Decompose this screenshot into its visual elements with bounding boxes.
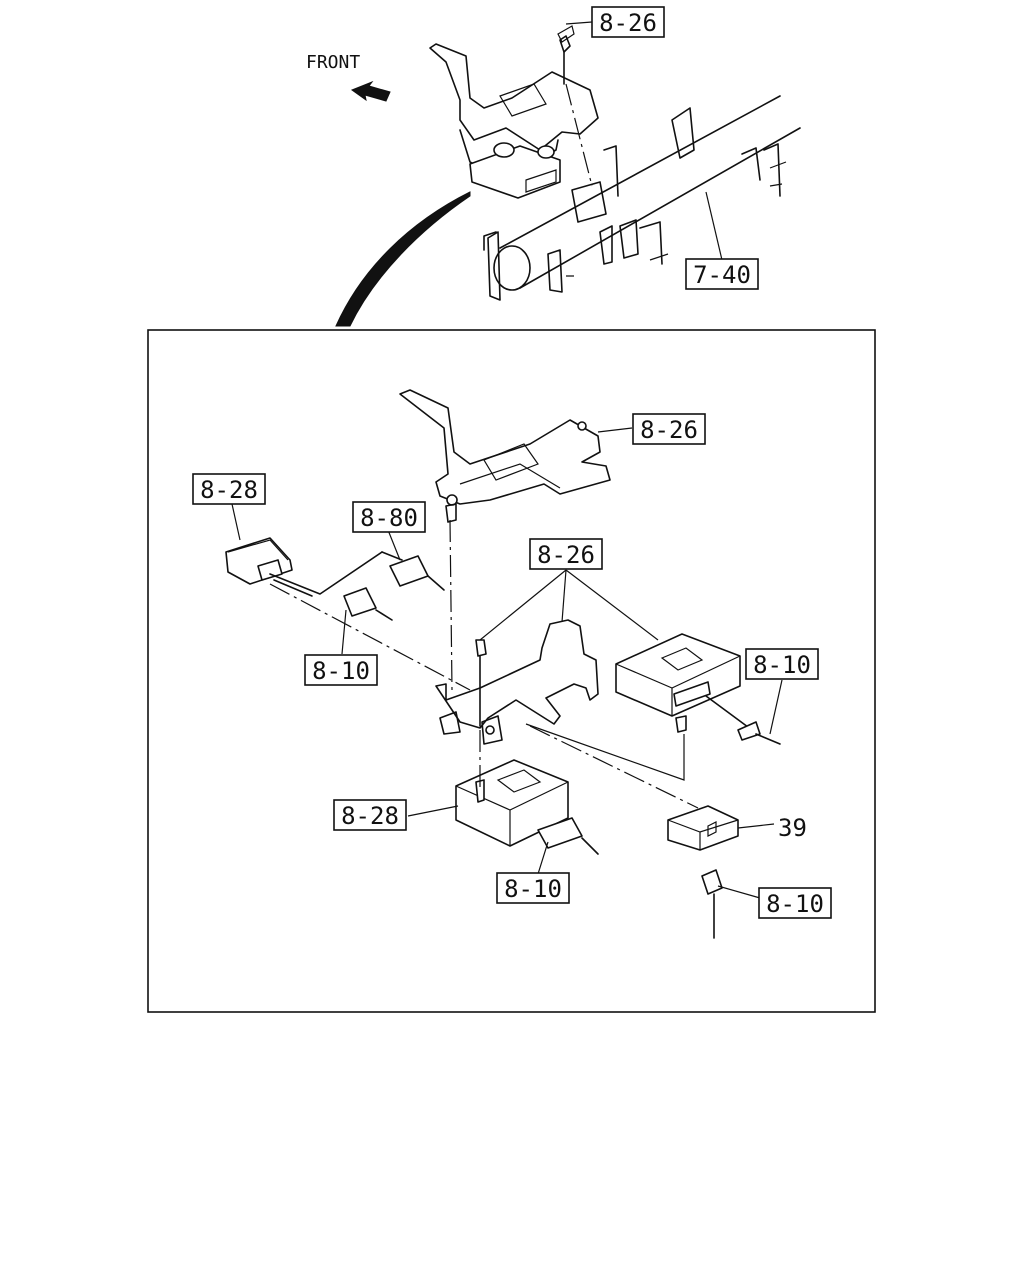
svg-text:39: 39 <box>778 814 807 842</box>
middle-bracket <box>435 619 599 745</box>
callout-detail-826-top: 8-26 <box>632 413 706 445</box>
callout-top-740: 7-40 <box>685 258 759 290</box>
bottom-right-connector <box>701 869 723 939</box>
callout-detail-828-bottom: 8-28 <box>333 799 407 831</box>
svg-text:8-80: 8-80 <box>360 504 418 532</box>
overview-bracket-assembly <box>429 25 599 199</box>
svg-text:7-40: 7-40 <box>693 261 751 289</box>
routing-lines <box>269 519 699 809</box>
left-connector <box>225 537 383 597</box>
svg-text:8-26: 8-26 <box>640 416 698 444</box>
svg-text:8-10: 8-10 <box>753 651 811 679</box>
leader-top-740 <box>705 191 723 261</box>
right-control-unit <box>615 633 781 745</box>
detail-curve-arrow <box>335 191 471 327</box>
front-label: FRONT <box>306 52 360 73</box>
upper-bracket <box>399 389 611 523</box>
relay-39 <box>667 805 739 851</box>
callout-detail-810-bottom: 8-10 <box>496 872 570 904</box>
svg-text:8-26: 8-26 <box>537 541 595 569</box>
callout-detail-826-mid: 8-26 <box>529 538 603 570</box>
callout-detail-39: 39 <box>778 814 807 842</box>
leader-top-826 <box>565 21 593 25</box>
callout-detail-810-bottomright: 8-10 <box>758 887 832 919</box>
callout-detail-880: 8-80 <box>352 501 426 533</box>
small-connectors <box>343 551 445 621</box>
detail-frame <box>147 329 876 1013</box>
callout-top-826: 8-26 <box>591 6 665 38</box>
callout-detail-810-right: 8-10 <box>745 648 819 680</box>
lower-control-unit <box>455 759 599 855</box>
callout-detail-810-left: 8-10 <box>304 654 378 686</box>
svg-text:8-28: 8-28 <box>341 802 399 830</box>
front-indicator: FRONT <box>306 52 391 102</box>
svg-text:8-10: 8-10 <box>766 890 824 918</box>
svg-text:8-10: 8-10 <box>312 657 370 685</box>
svg-text:8-10: 8-10 <box>504 875 562 903</box>
svg-text:8-28: 8-28 <box>200 476 258 504</box>
front-arrow-icon <box>350 80 391 102</box>
svg-text:8-26: 8-26 <box>599 9 657 37</box>
detail-leaders <box>231 427 783 899</box>
cross-car-beam <box>483 95 801 301</box>
callout-detail-828-left: 8-28 <box>192 473 266 505</box>
